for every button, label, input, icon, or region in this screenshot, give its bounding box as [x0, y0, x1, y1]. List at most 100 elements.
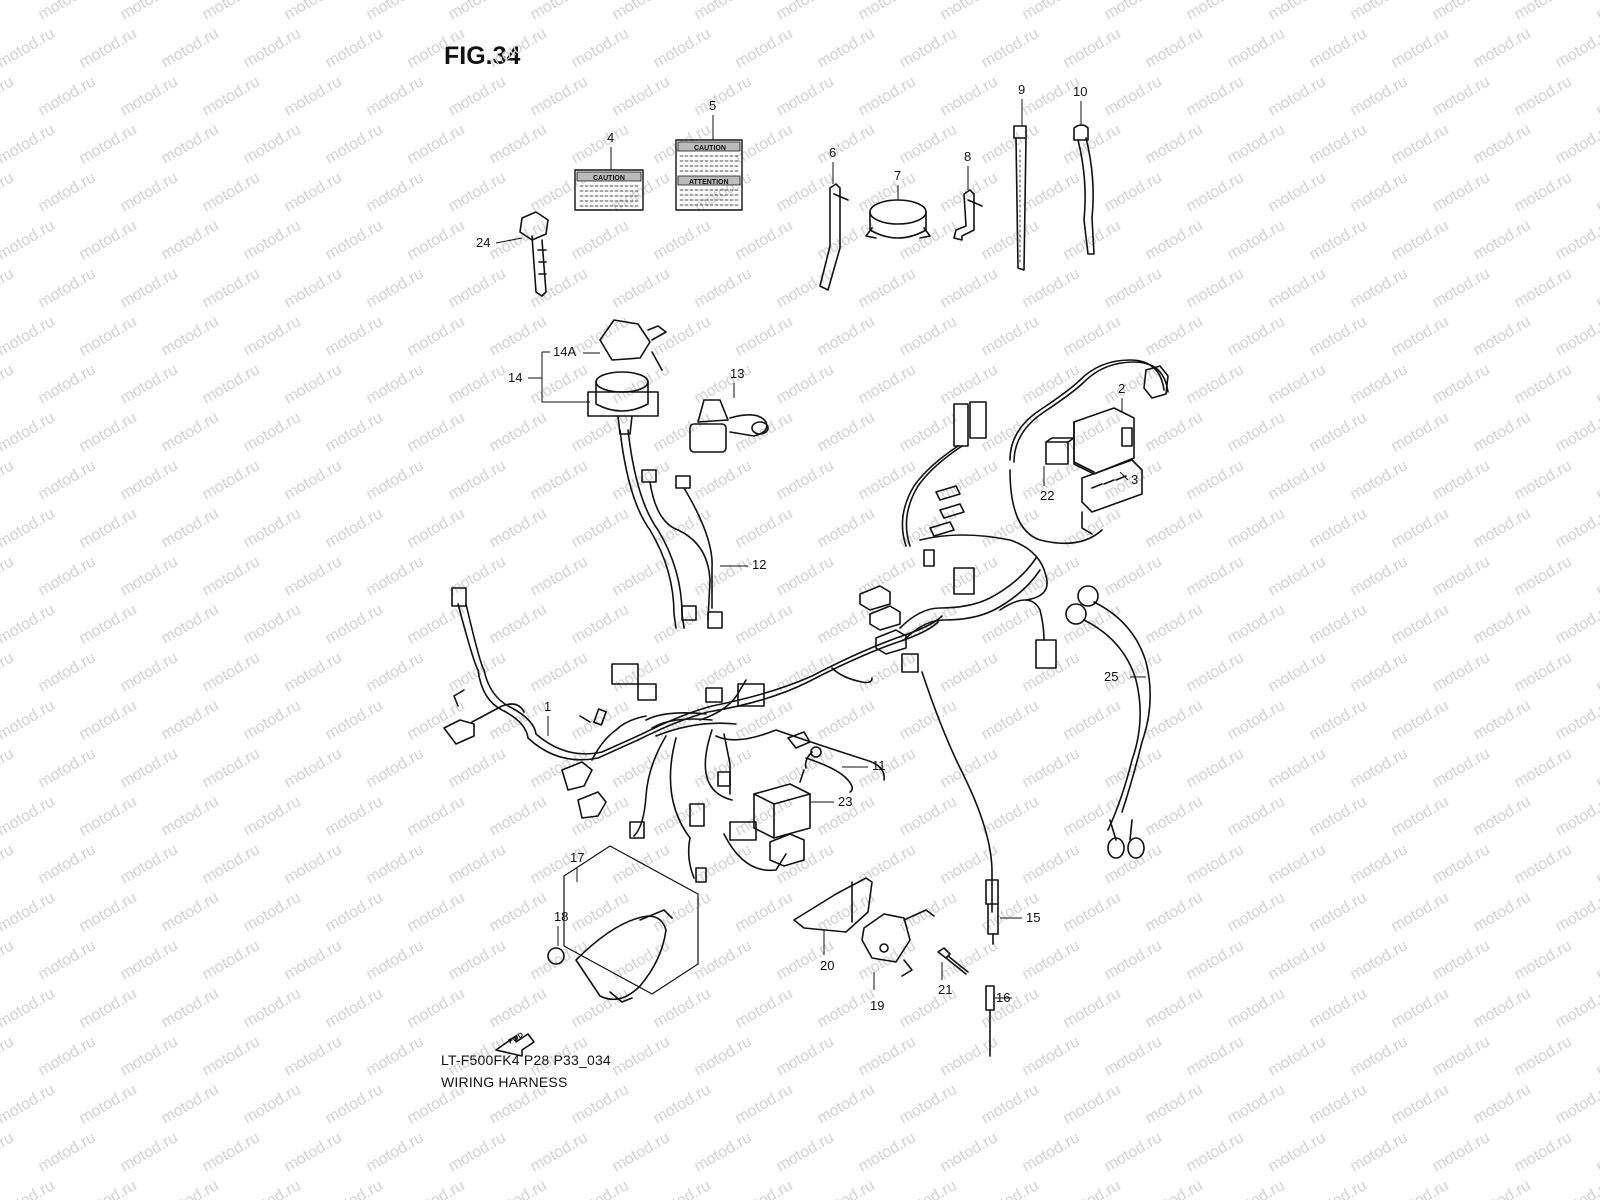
watermark-text: motod.ru [856, 1033, 919, 1079]
watermark-text: motod.ru [241, 313, 304, 359]
watermark-text: motod.ru [1225, 1081, 1288, 1127]
watermark-text: motod.ru [36, 169, 99, 215]
watermark-text: motod.ru [1471, 313, 1534, 359]
watermark-text: motod.ru [1594, 1033, 1600, 1079]
watermark-text: motod.ru [569, 1177, 632, 1200]
watermark-text: motod.ru [1348, 1033, 1411, 1079]
watermark-text: motod.ru [774, 553, 837, 599]
watermark-text: motod.ru [856, 361, 919, 407]
watermark-text: motod.ru [1348, 169, 1411, 215]
watermark-text: motod.ru [1266, 841, 1329, 887]
watermark-text: motod.ru [1348, 841, 1411, 887]
watermark-text: motod.ru [1225, 601, 1288, 647]
watermark-text: motod.ru [118, 265, 181, 311]
watermark-text: motod.ru [1061, 25, 1124, 71]
watermark-text: motod.ru [1266, 169, 1329, 215]
watermark-text: motod.ru [1102, 553, 1165, 599]
callout-23: 23 [838, 794, 852, 809]
watermark-text: motod.ru [0, 457, 17, 503]
watermark-text: motod.ru [1430, 553, 1493, 599]
callout-4: 4 [607, 130, 614, 145]
watermark-text: motod.ru [815, 1081, 878, 1127]
watermark-text: motod.ru [1512, 745, 1575, 791]
watermark-text: motod.ru [1512, 937, 1575, 983]
watermark-text: motod.ru [1512, 1129, 1575, 1175]
watermark-text: motod.ru [651, 1177, 714, 1200]
watermark-text: motod.ru [1061, 313, 1124, 359]
watermark-text: motod.ru [282, 649, 345, 695]
watermark-text: motod.ru [979, 1081, 1042, 1127]
callout-2: 2 [1118, 381, 1125, 396]
watermark-text: motod.ru [1430, 73, 1493, 119]
watermark-text: motod.ru [1471, 1177, 1534, 1200]
watermark-text: motod.ru [610, 73, 673, 119]
watermark-text: motod.ru [1594, 1129, 1600, 1175]
watermark-text: motod.ru [487, 793, 550, 839]
callout-6: 6 [829, 145, 836, 160]
watermark-text: motod.ru [1389, 793, 1452, 839]
watermark-text: motod.ru [282, 553, 345, 599]
watermark-text: motod.ru [1143, 409, 1206, 455]
callout-10: 10 [1073, 84, 1087, 99]
watermark-text: motod.ru [1061, 1081, 1124, 1127]
callout-20: 20 [820, 958, 834, 973]
clamp-part-6 [819, 183, 849, 291]
watermark-text: motod.ru [200, 841, 263, 887]
watermark-text: motod.ru [405, 505, 468, 551]
watermark-text: motod.ru [487, 889, 550, 935]
watermark-text: motod.ru [1184, 1129, 1247, 1175]
watermark-text: motod.ru [774, 73, 837, 119]
watermark-text: motod.ru [1184, 841, 1247, 887]
watermark-text: motod.ru [1143, 697, 1206, 743]
watermark-text: motod.ru [1430, 1033, 1493, 1079]
watermark-text: motod.ru [692, 937, 755, 983]
watermark-text: motod.ru [1553, 601, 1600, 647]
watermark-text: motod.ru [856, 169, 919, 215]
watermark-text: motod.ru [610, 361, 673, 407]
watermark-text: motod.ru [364, 937, 427, 983]
watermark-text: motod.ru [610, 1033, 673, 1079]
watermark-text: motod.ru [1594, 649, 1600, 695]
watermark-text: motod.ru [1471, 1081, 1534, 1127]
watermark-text: motod.ru [0, 649, 17, 695]
watermark-text: motod.ru [159, 697, 222, 743]
watermark-text: motod.ru [36, 0, 99, 23]
watermark-text: motod.ru [774, 0, 837, 23]
watermark-text: motod.ru [938, 265, 1001, 311]
watermark-text: motod.ru [364, 841, 427, 887]
watermark-text: motod.ru [692, 73, 755, 119]
watermark-text: motod.ru [446, 841, 509, 887]
watermark-text: motod.ru [692, 265, 755, 311]
ignition-switch-part [587, 319, 667, 435]
watermark-text: motod.ru [405, 217, 468, 263]
callout-15: 15 [1026, 910, 1040, 925]
watermark-text: motod.ru [1512, 265, 1575, 311]
wire-terminal-part-11 [805, 746, 854, 793]
watermark-text: motod.ru [938, 649, 1001, 695]
watermark-text: motod.ru [1061, 889, 1124, 935]
watermark-text: motod.ru [651, 985, 714, 1031]
watermark-text: motod.ru [118, 169, 181, 215]
watermark-text: motod.ru [364, 73, 427, 119]
watermark-text: motod.ru [938, 1033, 1001, 1079]
watermark-text: motod.ru [323, 1177, 386, 1200]
watermark-text: motod.ru [36, 1033, 99, 1079]
watermark-text: motod.ru [1266, 73, 1329, 119]
callout-bracket-14 [528, 351, 590, 403]
watermark-text: motod.ru [77, 409, 140, 455]
watermark-text: motod.ru [36, 73, 99, 119]
watermark-text: motod.ru [282, 73, 345, 119]
watermark-text: motod.ru [282, 457, 345, 503]
watermark-text: motod.ru [897, 1177, 960, 1200]
watermark-text: motod.ru [282, 265, 345, 311]
watermark-text: motod.ru [159, 505, 222, 551]
watermark-text: motod.ru [1184, 169, 1247, 215]
callout-12: 12 [752, 557, 766, 572]
ignition-key-part [519, 211, 549, 297]
watermark-text: motod.ru [856, 73, 919, 119]
watermark-text: motod.ru [1553, 505, 1600, 551]
watermark-text: motod.ru [1553, 409, 1600, 455]
watermark-text: motod.ru [1389, 601, 1452, 647]
